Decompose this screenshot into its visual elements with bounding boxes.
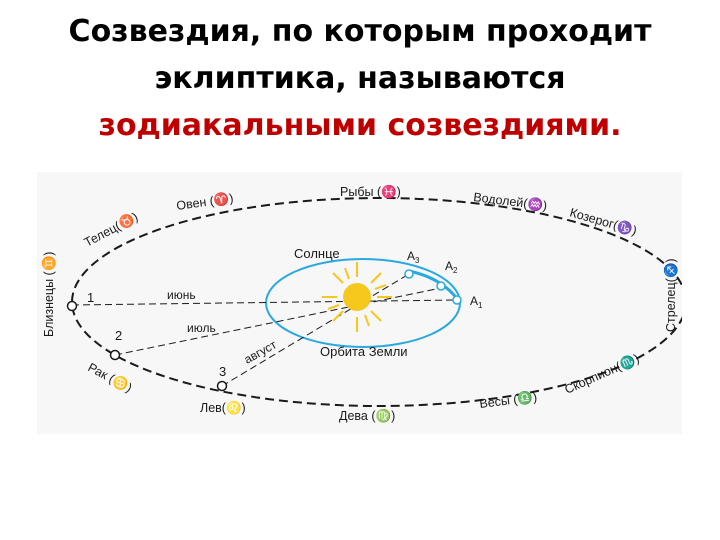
earth-position-a3 (404, 269, 414, 279)
month-label-july: июль (187, 321, 216, 335)
constellation-cancer: Рак (♋) (86, 359, 135, 395)
constellation-sagittarius: Стрелец(♐) (663, 258, 678, 332)
earth-orbit-label: Орбита Земли (320, 344, 408, 359)
month-label-august: август (242, 337, 280, 366)
constellation-virgo: Дева (♍) (339, 408, 395, 423)
earth-position-label-a2: A2 (445, 259, 458, 275)
taurus-icon: (♉) (112, 209, 140, 233)
aries-icon: (♈) (209, 190, 235, 208)
aquarius-icon: (♒) (522, 195, 548, 213)
scorpio-icon: (♏) (613, 350, 641, 373)
title-line-2: эклиптика, называются (154, 61, 566, 96)
constellation-scorpio: Скорпион(♏) (562, 350, 641, 396)
sun-icon (322, 262, 392, 332)
earth-position-a2 (436, 281, 446, 291)
constellation-pisces: Рыбы (♓) (340, 184, 401, 199)
capricorn-icon: (♑) (612, 217, 639, 238)
constellation-taurus: Телец(♉) (81, 209, 140, 250)
constellation-aquarius: Водолей(♒) (473, 189, 548, 213)
earth-position-label-a1: A1 (470, 294, 483, 310)
earth-position-label-a3: A3 (407, 249, 420, 265)
ecliptic-point-label-3: 3 (219, 364, 226, 379)
sagittarius-icon: (♐) (663, 258, 678, 282)
title-line-1: Созвездия, по которым проходит (68, 14, 652, 49)
zodiac-diagram: 1 2 3 A1 A2 A3 Солнце Орбита Земли июнь … (37, 172, 682, 434)
libra-icon: (♎) (512, 389, 538, 407)
constellation-capricorn: Козерог(♑) (568, 204, 638, 237)
constellation-aries: Овен (♈) (175, 190, 234, 213)
sightline-june (71, 299, 458, 306)
leo-icon: (♌) (222, 400, 246, 415)
title-line-3: зодиакальными созвездиями. (98, 108, 622, 143)
gemini-icon: (♊) (41, 252, 56, 276)
ecliptic-point-1 (66, 300, 78, 312)
month-label-june: июнь (167, 288, 196, 302)
pisces-icon: (♓) (377, 184, 401, 199)
constellation-leo: Лев(♌) (200, 400, 246, 415)
zodiac-diagram-svg: 1 2 3 A1 A2 A3 Солнце Орбита Земли июнь … (41, 184, 682, 423)
ecliptic-point-label-2: 2 (115, 328, 122, 343)
virgo-icon: (♍) (371, 408, 395, 423)
slide-title: Созвездия, по которым проходит эклиптика… (0, 8, 720, 149)
ecliptic-point-3 (216, 380, 228, 392)
ecliptic-point-2 (109, 349, 121, 361)
constellation-gemini: Близнецы (♊) (41, 252, 56, 337)
sightline-july (114, 287, 442, 356)
ecliptic-orbit (71, 197, 682, 407)
earth-position-a1 (452, 295, 462, 305)
sightline-august (221, 273, 410, 387)
ecliptic-point-label-1: 1 (87, 290, 94, 305)
cancer-icon: (♋) (107, 371, 135, 395)
constellation-libra: Весы (♎) (479, 389, 538, 411)
sun-label: Солнце (294, 246, 340, 261)
